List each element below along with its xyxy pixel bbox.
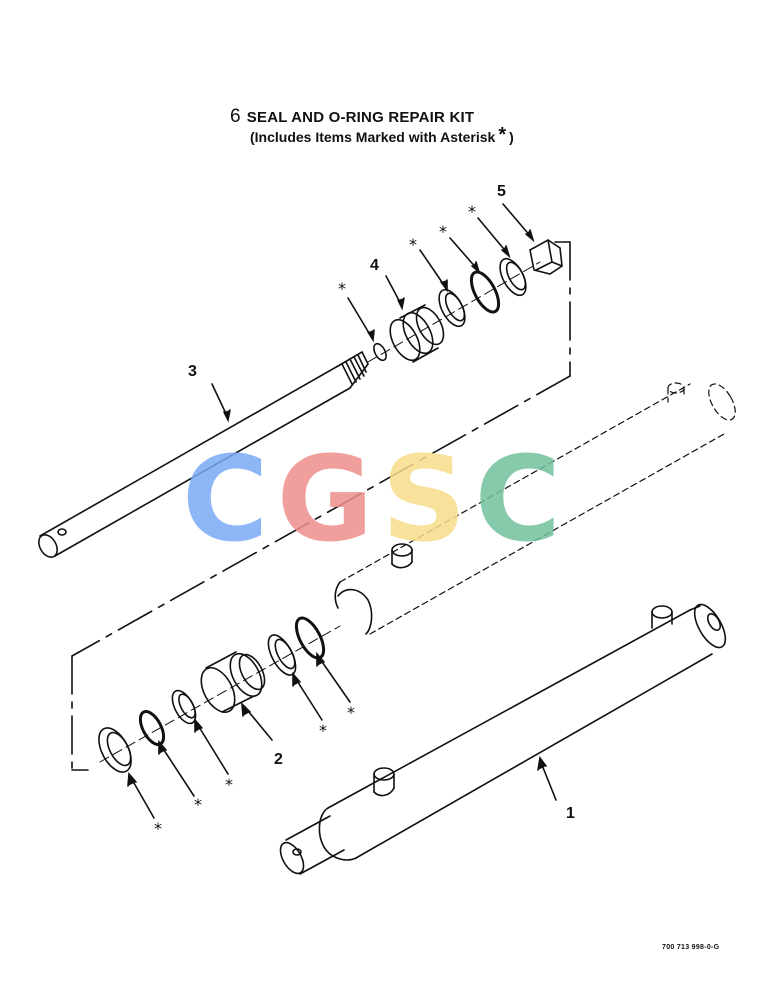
kit-item-number: 6: [230, 106, 241, 127]
rod-centerline: [367, 261, 541, 363]
gland: [200, 651, 266, 713]
title-line-2: (Includes Items Marked with Asterisk * ): [250, 124, 514, 146]
lock-nut: [529, 239, 563, 275]
piston-seal-1-inner: [444, 292, 466, 322]
barrel-phantom: [339, 382, 736, 635]
callout-4: 4: [370, 257, 379, 274]
asterisk-icon: *: [225, 775, 233, 794]
title-block: 6 SEAL AND O-RING REPAIR KIT (Includes I…: [230, 106, 514, 145]
barrel-port-phantom: [391, 543, 413, 569]
asterisk-icon: *: [439, 222, 447, 241]
kit-subtitle-close: ): [509, 129, 514, 145]
piston: [389, 304, 445, 363]
asterisk-icon: *: [194, 795, 202, 814]
rod-o-ring: [373, 342, 387, 362]
kit-subtitle: (Includes Items Marked with Asterisk: [250, 129, 496, 145]
figure-code: 700 713 998-0-G: [662, 944, 720, 951]
cylinder-assembly: [279, 603, 727, 875]
asterisk-icon: *: [154, 819, 162, 838]
watermark-letter: C: [474, 430, 570, 568]
asterisk-icon: *: [319, 721, 327, 740]
asterisk-icon: *: [338, 279, 346, 298]
callout-5: 5: [497, 183, 506, 200]
piston-o-ring: [469, 270, 501, 314]
barrel-centerline: [99, 625, 341, 763]
watermark-letter: S: [381, 430, 475, 568]
callout-3: 3: [188, 363, 197, 380]
backup-ring-inner: [178, 693, 196, 719]
asterisk-markers: * * * * * * * * *: [154, 202, 476, 838]
barrel-phantom-end: [337, 588, 373, 635]
asterisk-icon: *: [409, 235, 417, 254]
asterisk-icon: *: [498, 124, 507, 146]
asterisk-icon: *: [468, 202, 476, 221]
leader-lines-lower: [127, 651, 557, 819]
cgsc-watermark: C G S C: [182, 440, 569, 558]
watermark-letter: C: [182, 430, 277, 568]
piston-seal-1: [438, 288, 466, 328]
wiper-ring-inner: [106, 731, 132, 767]
wiper-ring: [98, 727, 132, 773]
gland-o-ring: [294, 616, 326, 660]
watermark-letter: G: [276, 430, 382, 568]
kit-title: SEAL AND O-RING REPAIR KIT: [246, 109, 475, 126]
callout-2: 2: [274, 751, 283, 768]
callout-1: 1: [566, 805, 575, 822]
gland-seal: [267, 634, 297, 676]
phantom-frame: [71, 241, 571, 771]
title-line-1: 6 SEAL AND O-RING REPAIR KIT: [230, 106, 514, 128]
asterisk-icon: *: [347, 703, 355, 722]
piston-rod: [38, 350, 369, 558]
rod-seal: [138, 710, 166, 746]
leader-lines-upper: [211, 203, 535, 423]
gland-seal-inner: [274, 638, 296, 670]
piston-seal-2-inner: [505, 261, 527, 291]
piston-seal-2: [499, 257, 527, 297]
